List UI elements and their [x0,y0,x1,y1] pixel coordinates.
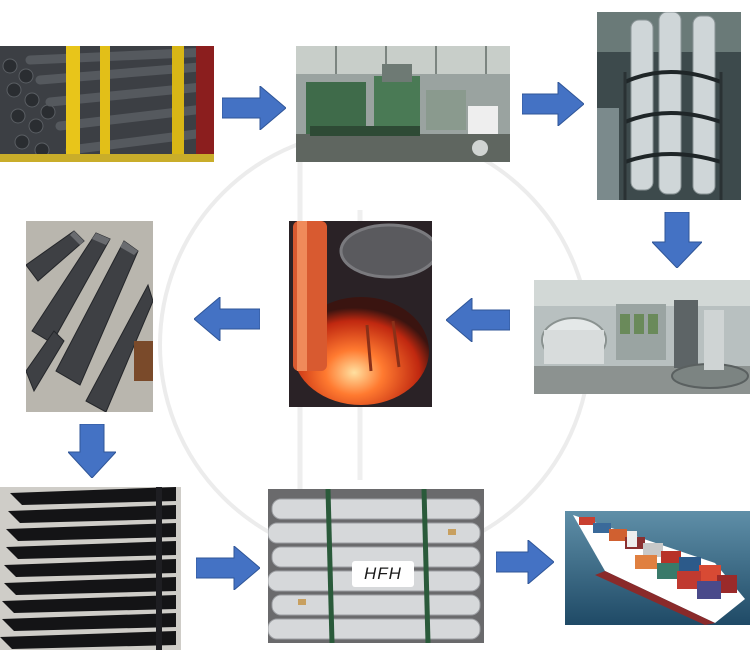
hfh-package-label: HFH [352,561,414,587]
milling-machine-photo [296,46,510,162]
steel-bars-photo [0,46,214,162]
chisel-tips-photo [26,221,153,412]
arrow-down-icon [652,212,702,268]
arrow-right-icon [222,86,286,130]
fixtures-photo [597,12,741,200]
wrapped-chisels-photo: HFH [268,489,484,643]
arrow-right-icon [522,82,584,126]
furnace-plant-photo [534,280,750,394]
arrow-left-icon [194,297,260,341]
black-chisels-photo [0,487,181,650]
arrow-right-icon [496,540,554,584]
container-ship-photo [565,511,750,625]
glowing-furnace-photo [289,221,432,407]
arrow-down-icon [68,424,116,478]
arrow-left-icon [446,298,510,342]
arrow-right-icon [196,546,260,590]
